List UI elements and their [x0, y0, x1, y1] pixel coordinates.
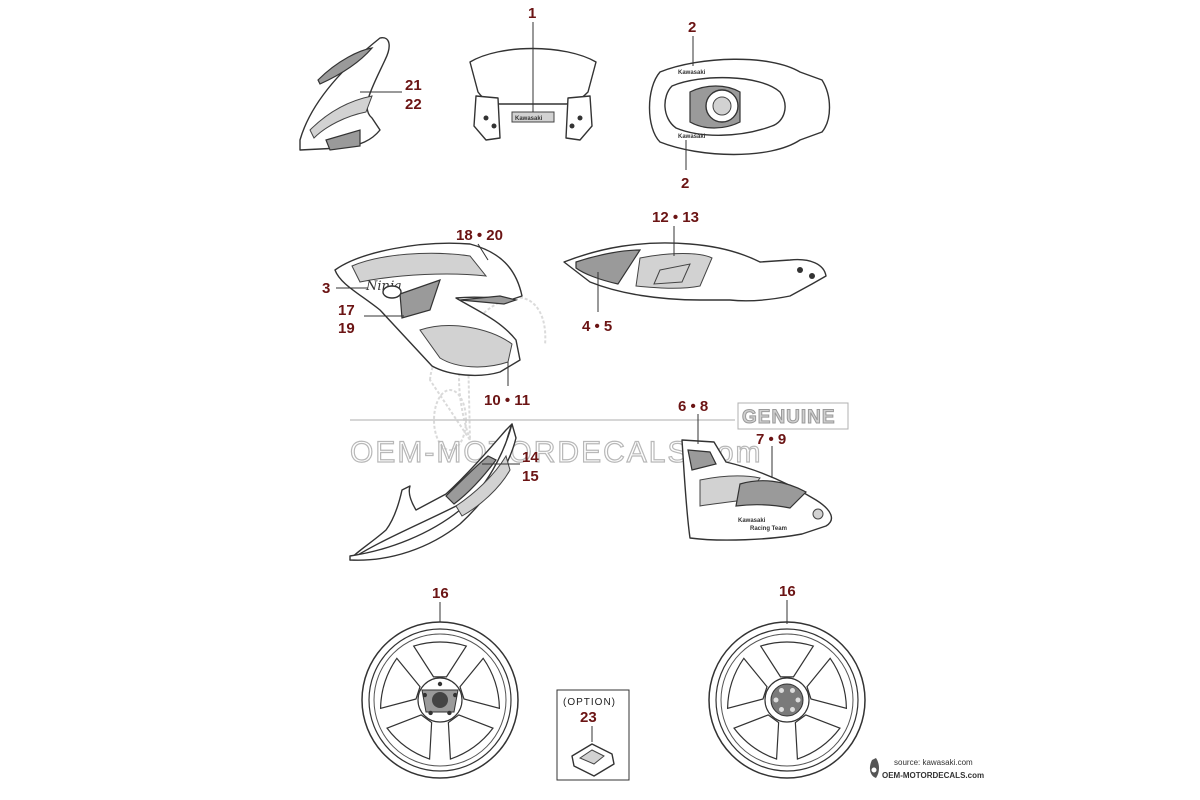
hub-bolt [795, 697, 801, 703]
part-upper-cowl: 21 22 [299, 37, 422, 151]
callout-15: 15 [522, 468, 539, 485]
callout-16-rear: 16 [779, 583, 796, 600]
site-text: OEM-MOTORDECALS.com [882, 771, 984, 780]
part-fuel-tank: Kawasaki Kawasaki 2 2 [648, 19, 831, 192]
windshield-decal-text: Kawasaki [515, 116, 543, 122]
part-wheel-rear [708, 621, 866, 779]
part-lower-cowl-right: Kawasaki Racing Team 6 • 8 7 • 9 [678, 398, 833, 541]
callout-18-20: 18 • 20 [456, 227, 503, 244]
callout-14: 14 [522, 449, 539, 466]
wheel-spoke-pocket [459, 657, 501, 710]
hub-bolt [447, 710, 452, 716]
wheel-spoke-pocket [379, 657, 421, 710]
wheel-spoke-pocket [806, 657, 848, 710]
callout-19: 19 [338, 320, 355, 337]
part-windshield: Kawasaki 1 [469, 5, 597, 141]
hub-bolt [779, 687, 784, 693]
source-text: source: kawasaki.com [894, 758, 973, 767]
hub-bolt [790, 687, 795, 693]
callout-4-5: 4 • 5 [582, 318, 612, 335]
hub-bolt [779, 707, 784, 713]
wheel-spoke-pocket [447, 714, 494, 760]
wheel-spoke-pocket [759, 641, 815, 678]
callout-16-front: 16 [432, 585, 449, 602]
callout-3: 3 [322, 280, 330, 297]
watermark-genuine: GENUINE [742, 407, 836, 428]
hub-bolt [790, 707, 795, 713]
hub-bolt [422, 692, 427, 698]
option-label: (OPTION) [563, 697, 616, 708]
watermark-genuine-box [737, 402, 849, 430]
callout-10-11: 10 • 11 [484, 392, 530, 409]
callout-2-top: 2 [688, 19, 696, 36]
callout-2-bottom: 2 [681, 175, 689, 192]
callout-12-13: 12 • 13 [652, 209, 699, 226]
hub-bolt [773, 697, 779, 703]
wheel-spoke-pocket [726, 657, 768, 710]
callout-17: 17 [338, 302, 355, 319]
part-lower-cowl-left: 14 15 [349, 423, 539, 561]
callout-6-8: 6 • 8 [678, 398, 708, 415]
tank-decal-bottom: Kawasaki [678, 134, 706, 140]
callout-21: 21 [405, 77, 422, 94]
hub-bolt [437, 681, 443, 687]
part-tail-cowl: 12 • 13 4 • 5 [563, 209, 827, 335]
wheel-spoke-pocket [412, 641, 468, 678]
hub-bolt [453, 692, 458, 698]
tank-decal-top: Kawasaki [678, 70, 706, 76]
option-box: (OPTION) 23 [556, 689, 630, 781]
callout-23: 23 [580, 709, 597, 726]
axle [432, 692, 448, 708]
callout-1: 1 [528, 5, 536, 22]
part-side-fairing: Ninja 18 • 20 3 17 19 10 • 11 [322, 227, 530, 409]
hub-bolt [428, 710, 433, 716]
lower-cowl-decal-brand: Kawasaki [738, 518, 766, 524]
footer-source: source: kawasaki.com OEM-MOTORDECALS.com [869, 758, 984, 780]
wheel-spoke-pocket [733, 714, 780, 760]
wheel-spoke-pocket [794, 714, 841, 760]
part-wheel-front [361, 621, 519, 779]
wheel-spoke-pocket [386, 714, 433, 760]
callout-22: 22 [405, 96, 422, 113]
callout-7-9: 7 • 9 [756, 431, 786, 448]
lower-cowl-decal-sub: Racing Team [750, 526, 787, 532]
sprocket-carrier [770, 683, 804, 717]
